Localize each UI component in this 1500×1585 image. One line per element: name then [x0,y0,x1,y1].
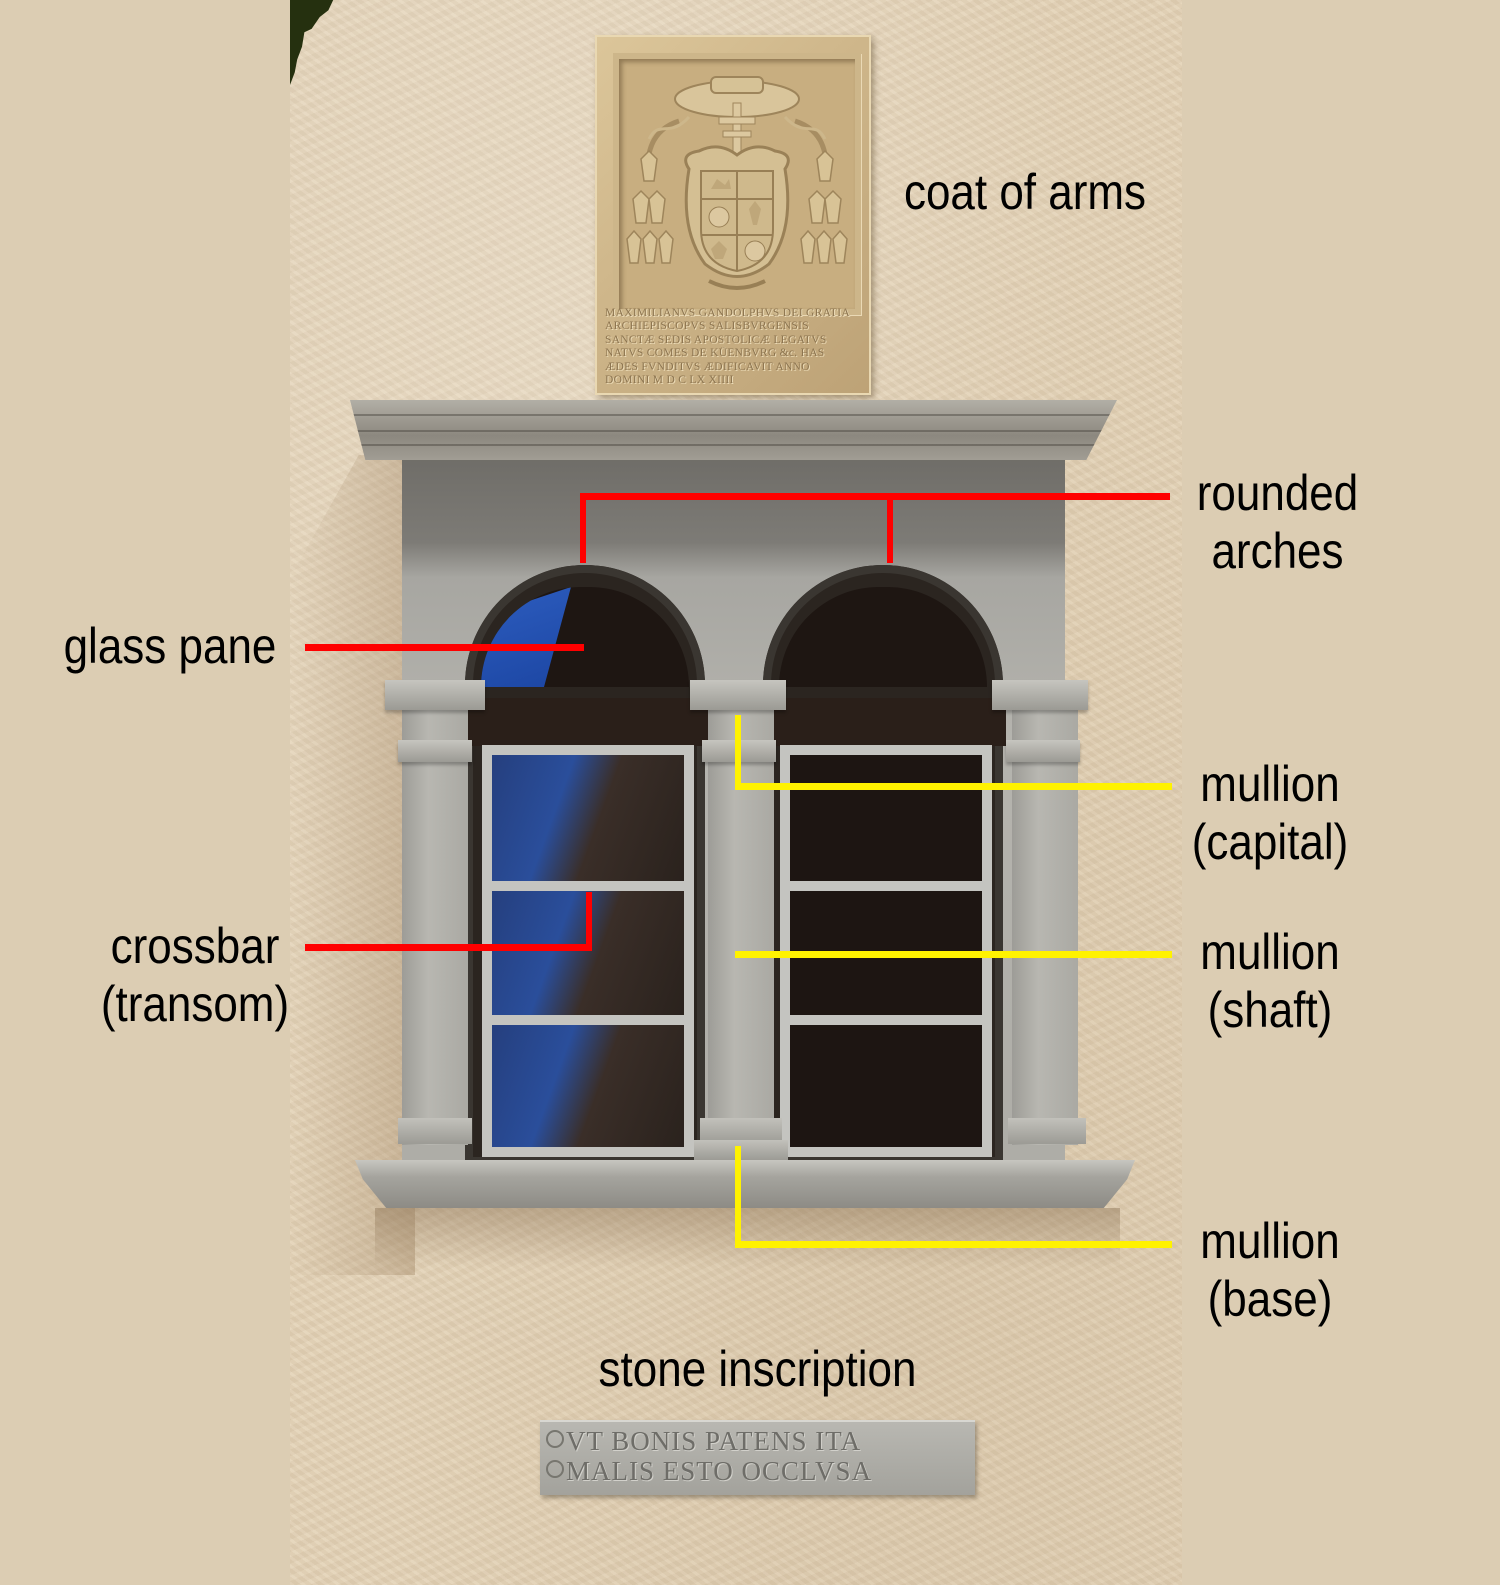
cornice-molding [350,430,1117,432]
label-line: (base) [1207,1271,1333,1327]
window-sill [355,1160,1135,1208]
plaque-inscription-line: MAXIMILIANVS GANDOLPHVS DEI GRATIA [605,307,850,319]
glass-pane [790,1025,982,1147]
stone-inscription-line: MALIS ESTO OCCLVSA [566,1456,873,1486]
coat-of-arms-icon [626,76,848,290]
label-rounded-arches: rounded arches [1183,464,1372,580]
plaque-inscription-line: DOMINI M D C LX XIIII [605,374,734,387]
stone-inscription-block: VT BONIS PATENS ITA MALIS ESTO OCCLVSA [540,1420,975,1495]
cornice-molding [350,444,1117,446]
label-mullion-shaft: mullion (shaft) [1186,923,1353,1039]
label-stone-inscription: stone inscription [598,1341,917,1397]
plaque-inscription-line: ÆDES FVNDITVS ÆDIFICAVIT ANNO [605,360,810,373]
coat-of-arms-plaque: MAXIMILIANVS GANDOLPHVS DEI GRATIA ARCHI… [595,35,871,395]
facade-photo: MAXIMILIANVS GANDOLPHVS DEI GRATIA ARCHI… [290,0,1182,1585]
right-pilaster [1012,705,1078,1145]
right-pilaster-capital [992,680,1088,710]
rounded-arches-pointer [580,493,1170,500]
label-mullion-capital: mullion (capital) [1186,755,1353,871]
crossbar-pointer [305,944,592,951]
left-pilaster-capital-lower [398,740,472,762]
left-pilaster [402,705,468,1145]
plaque-inscription-line: ARCHIEPISCOPVS SALISBVRGENSIS [605,320,809,333]
mullion-plinth [694,1140,788,1160]
label-mullion-base: mullion (base) [1186,1212,1353,1328]
mullion-capital [690,680,786,710]
window-cornice [350,400,1117,460]
plaque-inscription: MAXIMILIANVS GANDOLPHVS DEI GRATIA ARCHI… [605,307,863,387]
label-crossbar-transom: crossbar (transom) [94,917,296,1033]
left-pilaster-capital [385,680,485,710]
sill-shadow [375,1208,1120,1268]
label-line: crossbar [110,918,280,974]
stone-inscription-line: VT BONIS PATENS ITA [566,1426,862,1456]
rounded-arches-pointer-right-drop [887,493,893,563]
glass-pane [492,755,684,881]
mullion-base-pointer-drop [735,1146,741,1247]
label-line: arches [1211,523,1344,579]
label-line: mullion [1200,756,1340,812]
cornice-molding [350,414,1117,416]
label-line: mullion [1200,924,1340,980]
left-arch-glass [481,587,689,687]
mullion-shaft [708,705,774,1145]
scroll-ornament-icon [546,1460,564,1478]
label-line: (shaft) [1207,982,1333,1038]
label-line: rounded [1196,465,1359,521]
right-pilaster-base [1008,1118,1086,1144]
left-sash-frame [482,745,694,1157]
mullion-base-pointer [735,1241,1172,1248]
coat-of-arms-relief [613,53,861,315]
window-shadow [290,455,415,1275]
crossbar-pointer-riser [586,892,592,951]
mullion-base [700,1118,782,1144]
label-line: (capital) [1191,814,1349,870]
glass-pane [492,1025,684,1147]
label-line: mullion [1200,1213,1340,1269]
mullion-shaft-pointer [735,951,1172,958]
label-glass-pane: glass pane [63,618,277,674]
mullion-capital-pointer-riser [735,715,741,789]
label-coat-of-arms: coat of arms [903,164,1147,220]
glass-pane-pointer [305,644,584,651]
plaque-inscription-line: SANCTÆ SEDIS APOSTOLICÆ LEGATVS [605,333,827,346]
sky-reflection [481,587,571,687]
label-line: (transom) [100,976,290,1032]
right-arch-glass [779,587,987,687]
scroll-ornament-icon [546,1430,564,1448]
mullion-capital-pointer [735,783,1172,790]
left-pilaster-base [398,1118,472,1144]
plaque-inscription-line: NATVS COMES DE KÜENBVRG &c. HAS [605,347,825,360]
rounded-arches-pointer-left-drop [580,493,586,563]
glass-pane [790,755,982,881]
right-pilaster-capital-lower [1006,740,1080,762]
tree-leaves [290,0,334,85]
